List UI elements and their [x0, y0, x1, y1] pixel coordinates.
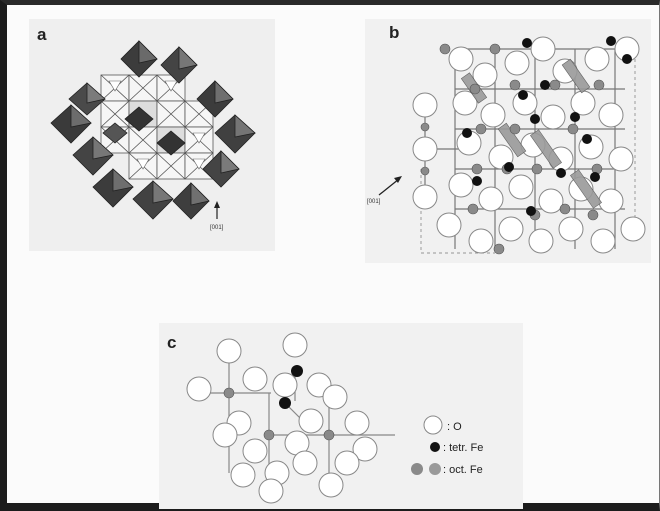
panel-b-structure: [001] — [367, 36, 646, 255]
direction-label-a: [001] — [210, 225, 224, 231]
legend: : O : tetr. Fe : oct. Fe — [411, 415, 483, 476]
panel-b-label: b — [389, 23, 400, 42]
legend-tetr-fe: : tetr. Fe — [430, 442, 483, 454]
tetr-fe-atoms-c — [279, 365, 303, 409]
direction-arrow-b: [001] — [367, 176, 402, 205]
octahedra — [50, 40, 256, 220]
panel-c-local-structure: c — [159, 323, 523, 509]
panel-a-polyhedral-model: a — [29, 19, 275, 251]
panel-b-ball-model: b — [365, 19, 651, 263]
oxygen-atoms-c — [186, 332, 378, 504]
oxygen-atoms — [412, 36, 646, 254]
open-circle-icon — [423, 415, 443, 435]
legend-oct-fe-text: : oct. Fe — [443, 464, 483, 476]
panel-a-label: a — [37, 25, 47, 44]
black-circle-icon — [430, 442, 440, 452]
grey-circle-icon — [429, 463, 441, 475]
legend-tetr-fe-text: : tetr. Fe — [443, 442, 483, 454]
panel-c-structure: : O : tetr. Fe : oct. Fe — [186, 332, 483, 504]
legend-oxygen-text: : O — [447, 421, 462, 433]
legend-oct-fe: : oct. Fe — [411, 463, 483, 476]
grey-circle-icon — [411, 463, 423, 475]
oct-fe-atoms-c — [223, 387, 335, 441]
direction-label-b: [001] — [367, 199, 381, 205]
tetr-fe-atoms — [462, 36, 632, 216]
legend-oxygen: : O — [423, 415, 462, 435]
direction-arrow-a: [001] — [210, 201, 224, 231]
panel-a-structure: [001] — [50, 40, 256, 231]
panel-c-label: c — [167, 333, 177, 352]
